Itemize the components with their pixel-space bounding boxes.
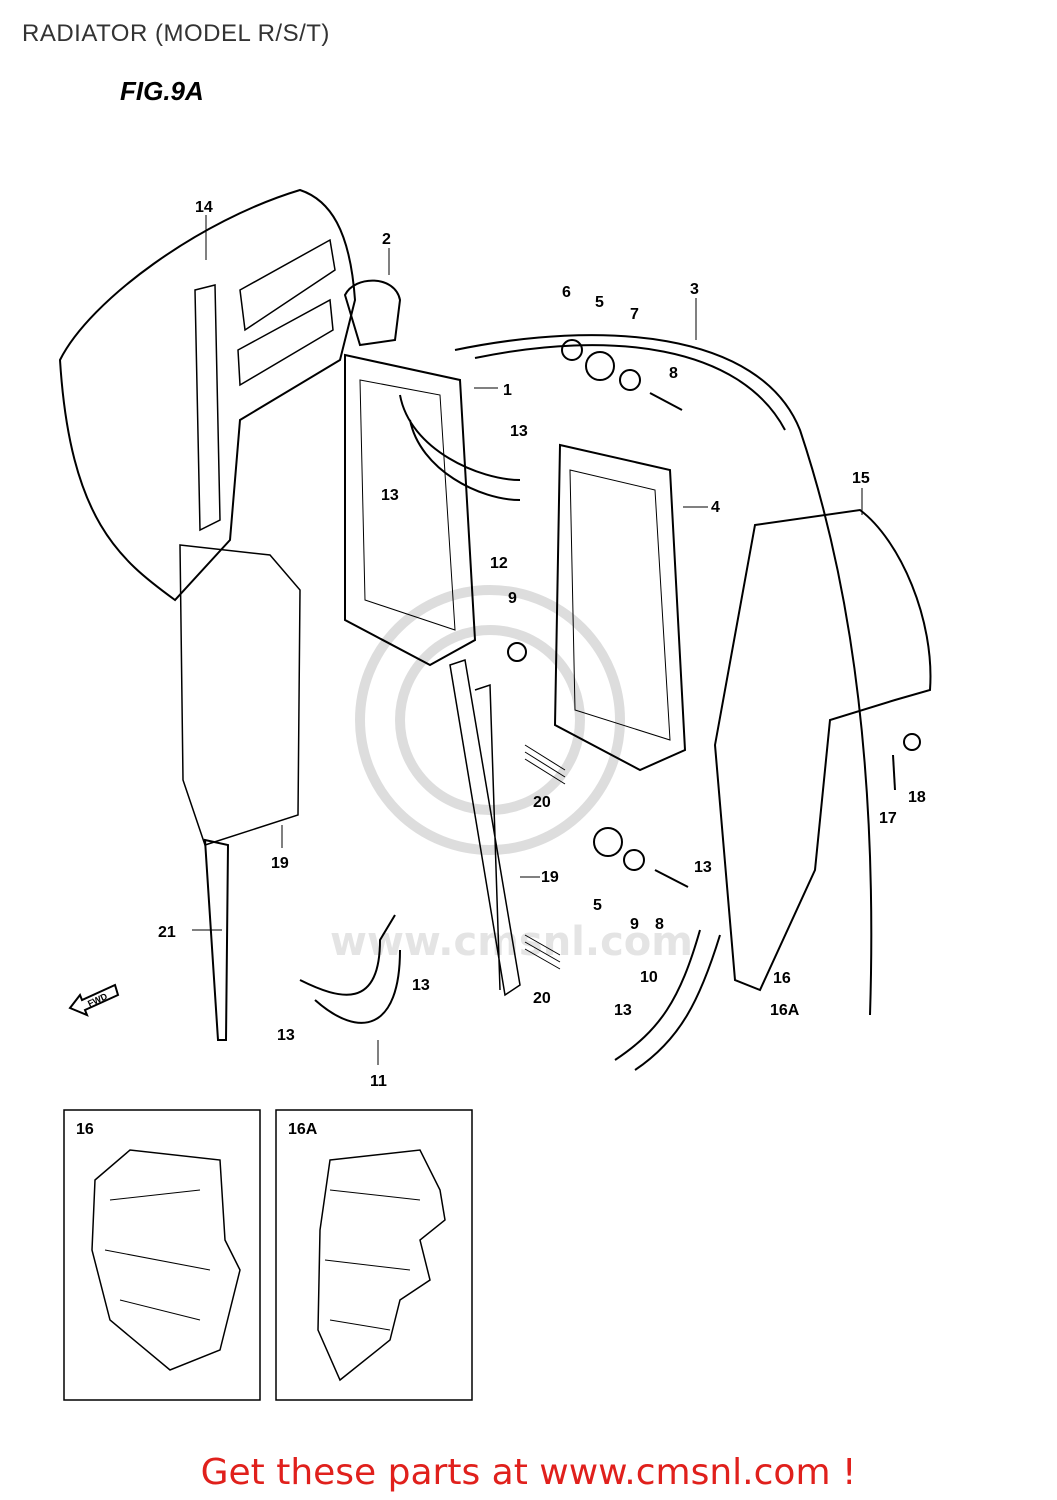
cable-tie <box>203 838 230 1041</box>
callout-13-c: 13 <box>694 859 712 876</box>
radiator-guard <box>713 508 932 992</box>
callout-17: 17 <box>879 810 897 827</box>
footer-link[interactable]: Get these parts at www.cmsnl.com ! <box>200 1452 857 1493</box>
left-radiator-cap <box>343 279 402 347</box>
callout-6: 6 <box>562 284 571 301</box>
bolt-17 <box>892 754 896 791</box>
callout-11: 11 <box>370 1073 387 1090</box>
left-radiator <box>344 353 477 667</box>
washer-9-upper <box>507 642 527 662</box>
figure-number: FIG.9A <box>120 76 204 106</box>
callout-labels: 1 2 3 4 5 5 6 7 8 8 9 9 10 11 12 13 13 1… <box>158 199 926 1090</box>
washer-18 <box>903 733 921 751</box>
right-radiator-core <box>569 469 671 741</box>
callout-14: 14 <box>195 199 213 216</box>
grommet-5-lower <box>593 827 623 857</box>
callout-9-lower: 9 <box>630 916 639 933</box>
callout-5-upper: 5 <box>595 294 604 311</box>
callout-16: 16 <box>773 970 791 987</box>
callout-13-d: 13 <box>412 977 430 994</box>
callout-13-e: 13 <box>277 1027 295 1044</box>
lower-hose-left <box>299 914 401 1024</box>
overflow-tube <box>454 334 873 1016</box>
callout-7: 7 <box>630 306 639 323</box>
callout-1: 1 <box>503 382 512 399</box>
inset-16-label: 16 <box>76 1121 94 1138</box>
radiator-shroud-outline <box>58 188 357 602</box>
shroud-louvers <box>237 238 336 387</box>
callout-9-upper: 9 <box>508 590 517 607</box>
callout-15: 15 <box>852 470 870 487</box>
bolt-8-upper <box>649 392 683 411</box>
spring-upper <box>524 744 566 785</box>
right-radiator <box>553 443 687 772</box>
inset-16: 16 <box>63 1109 261 1401</box>
upper-hose <box>399 394 521 501</box>
inset-16a-label: 16A <box>288 1121 318 1138</box>
center-grille <box>449 659 521 997</box>
inset-16a: 16A <box>275 1109 473 1401</box>
footer-promo[interactable]: Get these parts at www.cmsnl.com ! <box>0 1452 1057 1493</box>
side-grille <box>179 544 301 846</box>
callout-18: 18 <box>908 789 926 806</box>
leader-lines <box>192 215 863 1065</box>
callout-10: 10 <box>640 969 658 986</box>
callout-8-lower: 8 <box>655 916 664 933</box>
callout-12: 12 <box>490 555 508 572</box>
callout-3: 3 <box>690 281 699 298</box>
callout-19-right: 19 <box>541 869 559 886</box>
callout-21: 21 <box>158 924 176 941</box>
diagram-title: RADIATOR (MODEL R/S/T) <box>22 20 330 47</box>
callout-8-upper: 8 <box>669 365 678 382</box>
spring-lower <box>524 934 561 970</box>
callout-13-b: 13 <box>381 487 399 504</box>
callout-13-a: 13 <box>510 423 528 440</box>
callout-19-left: 19 <box>271 855 289 872</box>
callout-4: 4 <box>711 499 720 516</box>
callout-5-lower: 5 <box>593 897 602 914</box>
callout-16a: 16A <box>770 1002 800 1019</box>
callout-13-f: 13 <box>614 1002 632 1019</box>
grommet-6 <box>561 339 583 361</box>
callout-2: 2 <box>382 231 391 248</box>
washer-9-lower <box>623 849 645 871</box>
fwd-label: FWD <box>86 991 109 1009</box>
left-radiator-core <box>359 379 456 631</box>
bolt-8-lower <box>654 869 689 888</box>
callout-20-upper: 20 <box>533 794 551 811</box>
forward-arrow: FWD <box>68 983 120 1017</box>
callout-20-lower: 20 <box>533 990 551 1007</box>
watermark: www.cmsnl.com <box>330 585 693 965</box>
grommet-5-upper <box>585 351 615 381</box>
lower-hose-right <box>614 929 721 1071</box>
watermark-text: www.cmsnl.com <box>330 919 693 965</box>
washer-7 <box>619 369 641 391</box>
shroud-bracket <box>194 284 221 532</box>
